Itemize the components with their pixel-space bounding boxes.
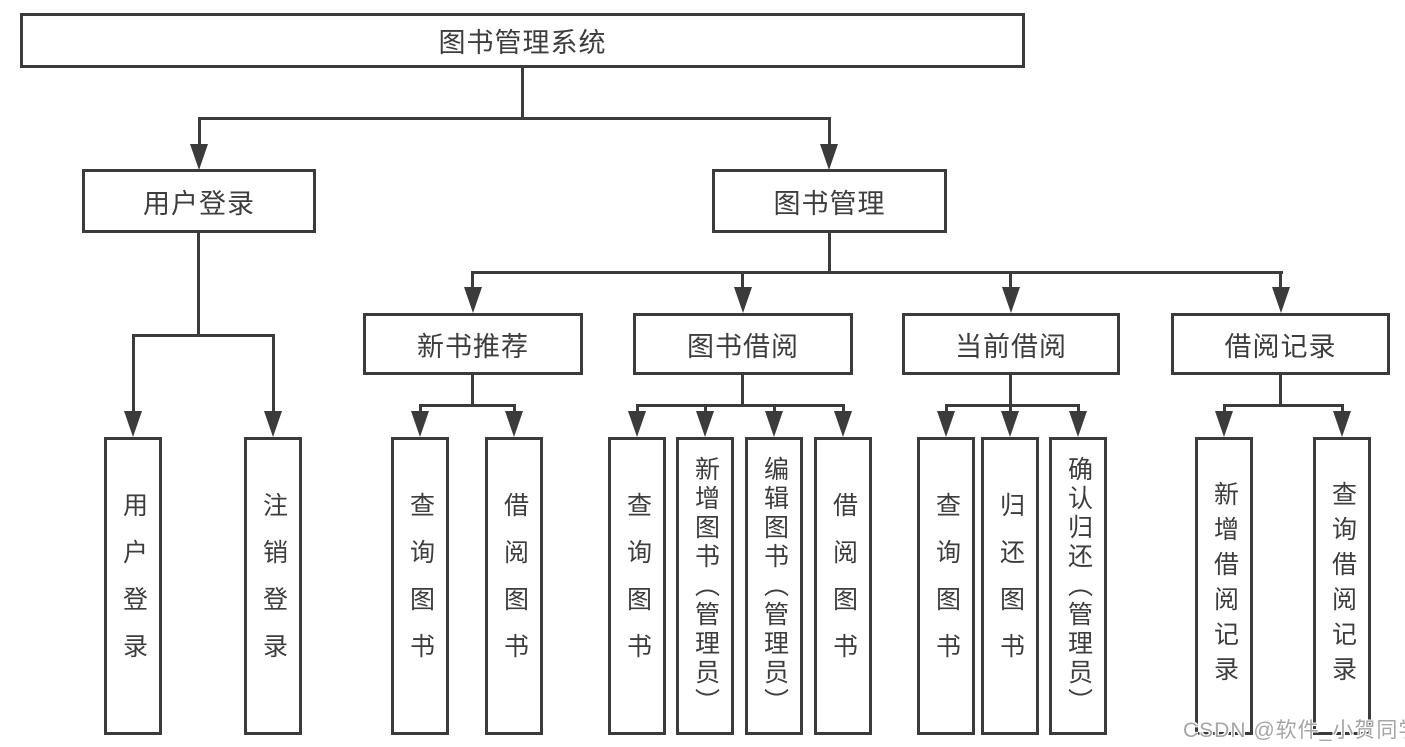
connector-drop — [419, 404, 422, 416]
connector-root-crossbar — [198, 117, 831, 120]
connector-root-stem — [521, 68, 524, 119]
leaf-logout-label: 注销登录 — [259, 492, 288, 680]
leaf-return-books: 归还图书 — [981, 437, 1039, 735]
leaf-add-books-admin-label: 新增图书（管理员） — [691, 455, 720, 717]
leaf-logout: 注销登录 — [244, 437, 302, 735]
arrow-down-icon — [264, 411, 282, 437]
connector-drop — [945, 404, 948, 416]
arrow-down-icon — [834, 411, 852, 437]
arrow-down-icon — [765, 411, 783, 437]
connector-drop — [513, 404, 516, 416]
leaf-edit-books-admin-label: 编辑图书（管理员） — [760, 455, 789, 717]
arrow-down-icon — [411, 411, 429, 437]
leaf-borrow-books-recommend-label: 借阅图书 — [500, 492, 529, 680]
arrow-down-icon — [1069, 411, 1087, 437]
connector-drop-borrow-records — [1279, 271, 1282, 291]
leaf-confirm-return-admin-label: 确认归还（管理员） — [1064, 455, 1093, 717]
leaf-query-borrow-record: 查询借阅记录 — [1313, 437, 1371, 735]
leaf-query-books-borrow: 查询图书 — [608, 437, 666, 735]
arrow-down-icon — [1272, 287, 1290, 313]
arrow-down-icon — [190, 144, 208, 170]
leaf-query-borrow-record-label: 查询借阅记录 — [1328, 481, 1357, 691]
leaf-add-borrow-record: 新增借阅记录 — [1195, 437, 1253, 735]
connector-drop — [1077, 404, 1080, 416]
connector-drop — [1009, 404, 1012, 416]
leaf-query-books-current-label: 查询图书 — [932, 492, 961, 680]
arrow-down-icon — [124, 411, 142, 437]
arrow-down-icon — [505, 411, 523, 437]
connector-drop-book-borrow — [741, 271, 744, 291]
connector-drop-new-book — [471, 271, 474, 291]
connector-drop-current-borrow — [1009, 271, 1012, 291]
connector-records-crossbar — [1223, 404, 1344, 407]
csdn-watermark: CSDN @软件_小贺同学 — [1183, 719, 1405, 742]
node-book-management: 图书管理 — [712, 169, 947, 233]
connector-drop — [636, 404, 639, 416]
connector-drop — [1223, 404, 1226, 416]
connector-drop — [1341, 404, 1344, 416]
connector-drop-leaf-logout — [272, 334, 275, 414]
connector-login-crossbar — [132, 334, 275, 337]
arrow-down-icon — [1215, 411, 1233, 437]
connector-management-stem — [828, 233, 831, 273]
connector-drop-leaf-user-login — [132, 334, 135, 414]
node-new-book-recommendation: 新书推荐 — [363, 313, 583, 375]
leaf-borrow-books-label: 借阅图书 — [829, 492, 858, 680]
arrow-down-icon — [1002, 287, 1020, 313]
leaf-query-books-borrow-label: 查询图书 — [623, 492, 652, 680]
arrow-down-icon — [1333, 411, 1351, 437]
connector-drop — [842, 404, 845, 416]
leaf-borrow-books: 借阅图书 — [814, 437, 872, 735]
connector-drop-book-management — [828, 117, 831, 147]
leaf-borrow-books-recommend: 借阅图书 — [485, 437, 543, 735]
arrow-down-icon — [734, 287, 752, 313]
node-current-borrowing: 当前借阅 — [902, 313, 1120, 375]
leaf-confirm-return-admin: 确认归还（管理员） — [1049, 437, 1107, 735]
connector-records-stem — [1279, 375, 1282, 406]
leaf-edit-books-admin: 编辑图书（管理员） — [745, 437, 803, 735]
node-root-library-system: 图书管理系统 — [20, 13, 1025, 68]
leaf-add-books-admin: 新增图书（管理员） — [676, 437, 734, 735]
leaf-query-books-recommend-label: 查询图书 — [406, 492, 435, 680]
arrow-down-icon — [464, 287, 482, 313]
connector-drop — [704, 404, 707, 416]
leaf-return-books-label: 归还图书 — [996, 492, 1025, 680]
connector-current-crossbar — [945, 404, 1080, 407]
connector-login-stem — [197, 233, 200, 336]
node-book-borrowing: 图书借阅 — [633, 313, 853, 375]
leaf-user-login-label: 用户登录 — [119, 492, 148, 680]
arrow-down-icon — [628, 411, 646, 437]
node-user-login: 用户登录 — [82, 169, 316, 233]
connector-recommend-stem — [471, 375, 474, 406]
connector-drop — [773, 404, 776, 416]
connector-borrowing-crossbar — [636, 404, 845, 407]
arrow-down-icon — [1001, 411, 1019, 437]
connector-recommend-crossbar — [419, 404, 516, 407]
connector-management-crossbar — [471, 271, 1283, 274]
connector-drop-user-login — [198, 117, 201, 147]
connector-current-stem — [1009, 375, 1012, 406]
arrow-down-icon — [937, 411, 955, 437]
arrow-down-icon — [820, 144, 838, 170]
node-borrowing-records: 借阅记录 — [1171, 313, 1390, 375]
leaf-query-books-recommend: 查询图书 — [391, 437, 449, 735]
leaf-query-books-current: 查询图书 — [917, 437, 975, 735]
leaf-user-login: 用户登录 — [104, 437, 162, 735]
connector-borrowing-stem — [741, 375, 744, 406]
arrow-down-icon — [696, 411, 714, 437]
leaf-add-borrow-record-label: 新增借阅记录 — [1210, 481, 1239, 691]
